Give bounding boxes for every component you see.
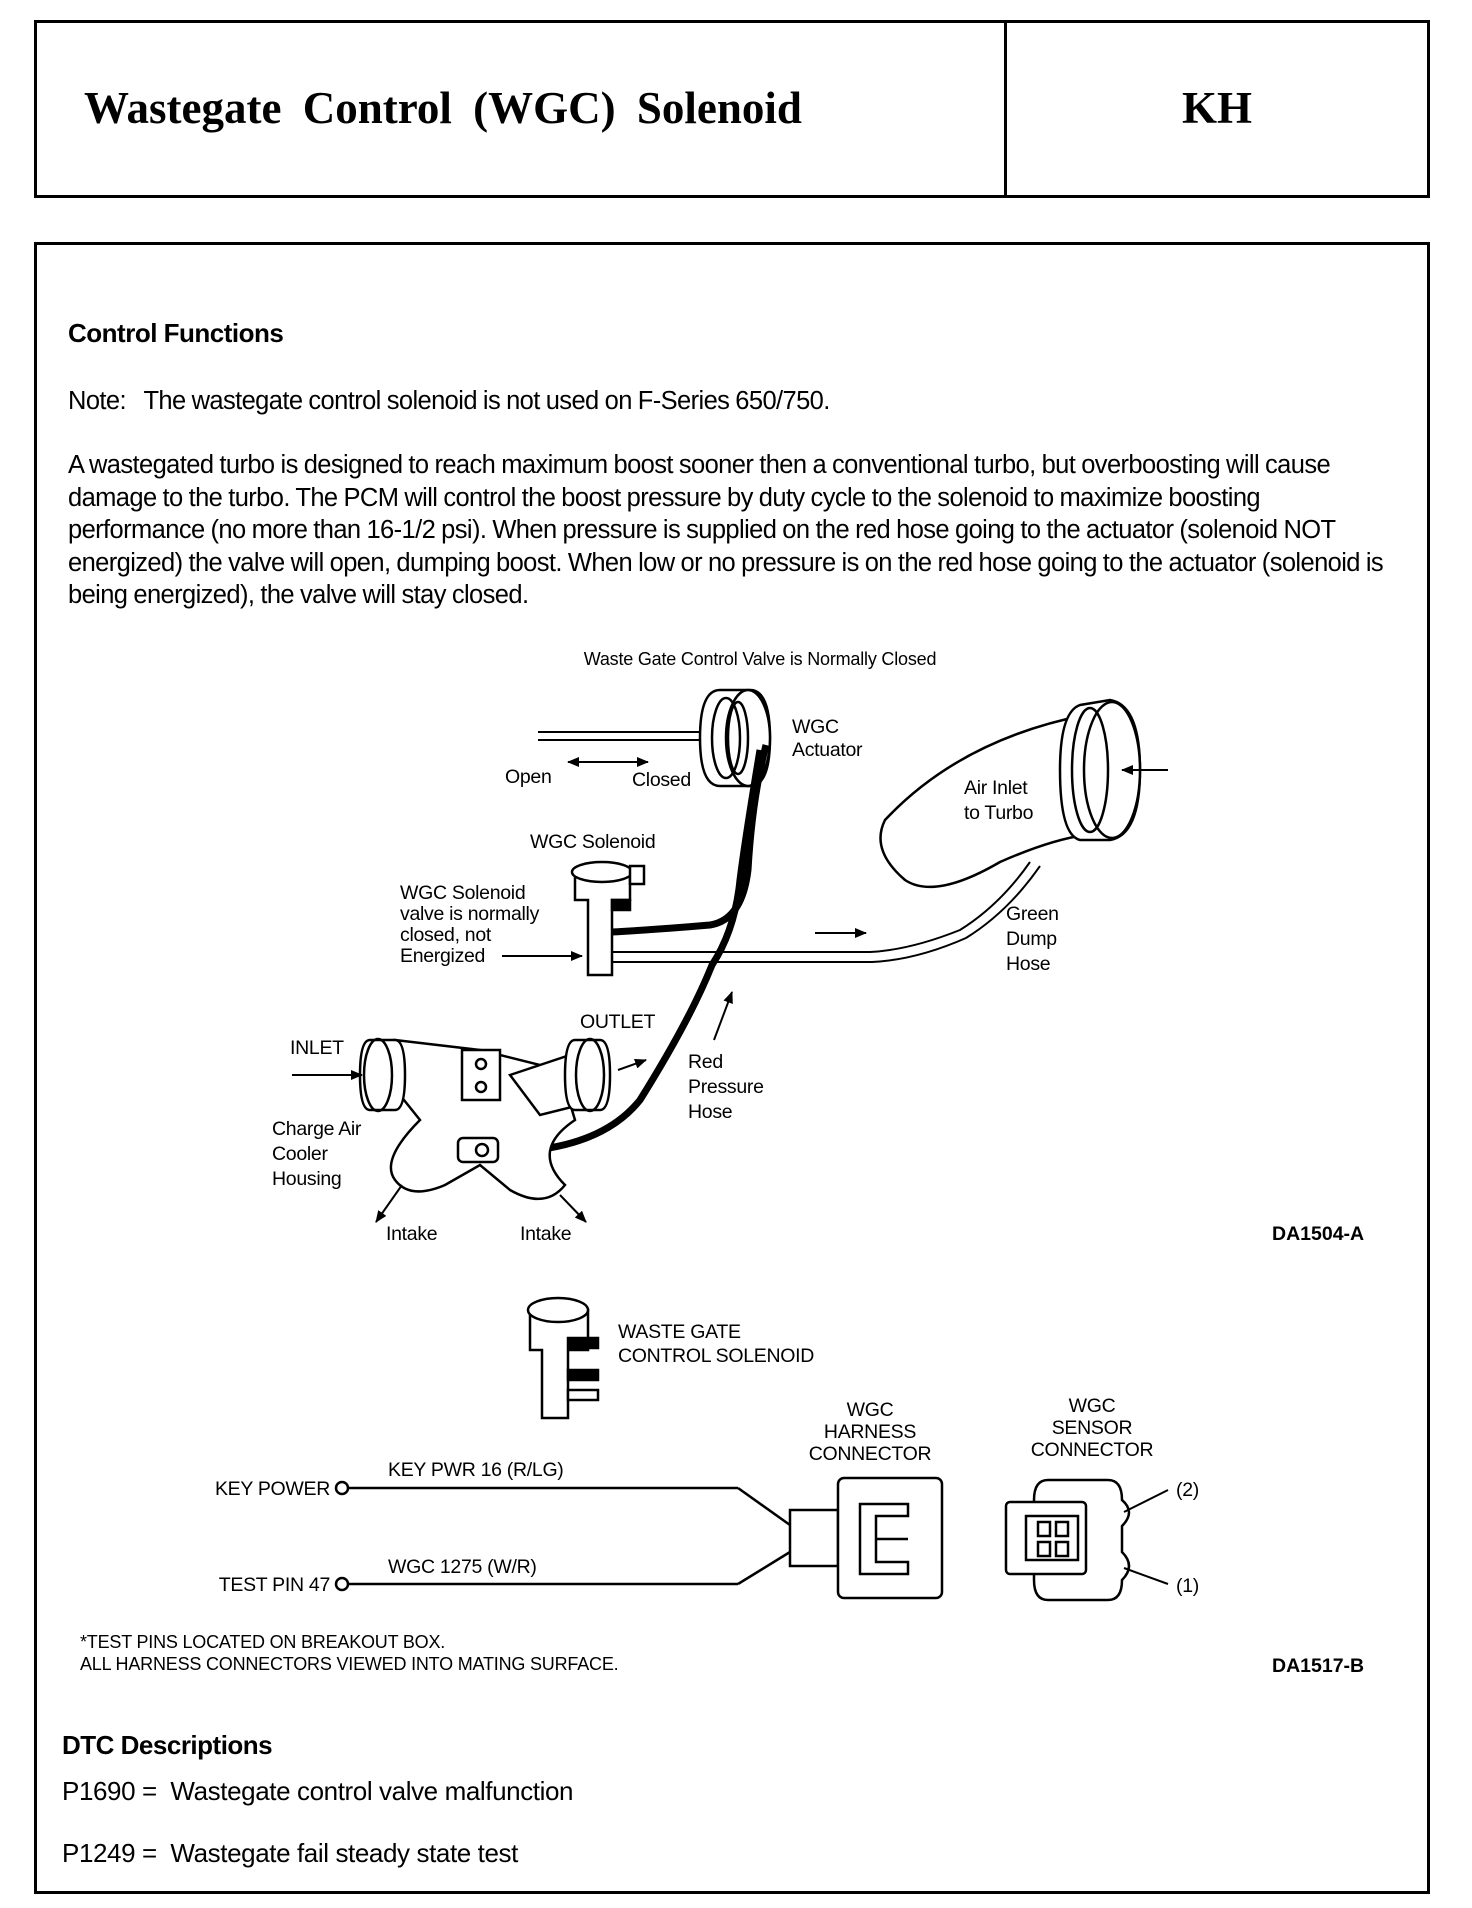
intake-right-label: Intake <box>520 1223 571 1245</box>
wiring <box>348 1486 791 1586</box>
pin2-label: (2) <box>1176 1479 1199 1501</box>
red-hose-label-3: Hose <box>688 1101 732 1123</box>
green-dump-label-2: Dump <box>1006 928 1057 950</box>
harness-label-2: HARNESS <box>824 1421 916 1443</box>
key-pwr-wire-label: KEY PWR 16 (R/LG) <box>388 1459 564 1481</box>
description-paragraph: A wastegated turbo is designed to reach … <box>68 451 1384 609</box>
charge-air-cooler-housing <box>358 1037 612 1201</box>
cooler-label-1: Charge Air <box>272 1118 362 1140</box>
dtc-item: P1690 = Wastegate control valve malfunct… <box>62 1776 574 1806</box>
dtc-heading: DTC Descriptions <box>62 1730 273 1760</box>
harness-label-3: CONNECTOR <box>809 1443 932 1465</box>
harness-connector <box>788 1476 944 1600</box>
sensor-label-1: WGC <box>1069 1395 1116 1417</box>
intake-left-arrow <box>375 1184 403 1223</box>
sensor-label-3: CONNECTOR <box>1031 1439 1154 1461</box>
green-dump-hose-outer <box>612 861 1031 953</box>
diagram2-id: DA1517-B <box>1272 1655 1364 1677</box>
key-power-terminal <box>334 1480 350 1496</box>
red-pressure-hose <box>504 749 764 1156</box>
intake-right-arrow <box>559 1194 587 1223</box>
open-label: Open <box>505 766 552 788</box>
closed-label: Closed <box>632 769 691 791</box>
page-title: Wastegate Control (WGC) Solenoid <box>84 83 802 133</box>
green-dump-label-3: Hose <box>1006 953 1050 975</box>
intake-left-label: Intake <box>386 1223 437 1245</box>
green-dump-label-1: Green <box>1006 903 1059 925</box>
wgc-solenoid-label: WGC Solenoid <box>530 831 655 853</box>
sensor-connector <box>1004 1478 1131 1602</box>
footnote-2: ALL HARNESS CONNECTORS VIEWED INTO MATIN… <box>80 1654 618 1674</box>
solenoid-label-1: WASTE GATE <box>618 1321 741 1343</box>
solenoid-label-2: CONTROL SOLENOID <box>618 1345 814 1367</box>
diagram1-caption: Waste Gate Control Valve is Normally Clo… <box>584 649 937 669</box>
section-code: KH <box>1182 83 1253 133</box>
solenoid-note-1: WGC Solenoid <box>400 882 525 904</box>
air-inlet-label-1: Air Inlet <box>964 777 1028 799</box>
diagram1-id: DA1504-A <box>1272 1223 1364 1245</box>
outlet-arrow <box>617 1058 647 1071</box>
wgc-actuator-label-2: Actuator <box>792 739 863 761</box>
wgc-actuator-label-1: WGC <box>792 716 839 738</box>
solenoid-note-3: closed, not <box>400 924 492 946</box>
red-hose-arrow <box>713 991 733 1041</box>
dtc-item: P1249 = Wastegate fail steady state test <box>62 1838 518 1868</box>
air-inlet-label-2: to Turbo <box>964 802 1034 824</box>
footnote-1: *TEST PINS LOCATED ON BREAKOUT BOX. <box>80 1632 445 1652</box>
pin1-label: (1) <box>1176 1575 1199 1597</box>
harness-label-1: WGC <box>847 1399 894 1421</box>
red-hose-label-1: Red <box>688 1051 723 1073</box>
red-hose-label-2: Pressure <box>688 1076 764 1098</box>
sensor-label-2: SENSOR <box>1052 1417 1133 1439</box>
content-box <box>34 242 1430 1894</box>
note-text: Note: The wastegate control solenoid is … <box>68 387 830 415</box>
green-dump-hose-inner <box>612 865 1041 963</box>
test-pin-terminal <box>334 1576 350 1592</box>
solenoid-note-2: valve is normally <box>400 903 540 925</box>
key-power-label: KEY POWER <box>215 1478 330 1500</box>
inlet-label: INLET <box>290 1037 344 1059</box>
header-box <box>34 20 1430 198</box>
pin2-leader <box>1123 1489 1169 1513</box>
test-pin-label: TEST PIN 47 <box>219 1574 330 1596</box>
wgc-solenoid <box>570 860 646 977</box>
control-functions-heading: Control Functions <box>68 318 284 348</box>
air-inlet-pipe <box>879 698 1142 889</box>
waste-gate-solenoid-icon <box>526 1296 600 1420</box>
actuator-rod <box>538 731 708 741</box>
pin1-leader <box>1123 1567 1169 1585</box>
outlet-label: OUTLET <box>580 1011 656 1033</box>
wgc-wire-label: WGC 1275 (W/R) <box>388 1556 537 1578</box>
cooler-label-2: Cooler <box>272 1143 328 1165</box>
solenoid-note-4: Energized <box>400 945 485 967</box>
header-divider <box>1004 20 1007 198</box>
cooler-label-3: Housing <box>272 1168 341 1190</box>
